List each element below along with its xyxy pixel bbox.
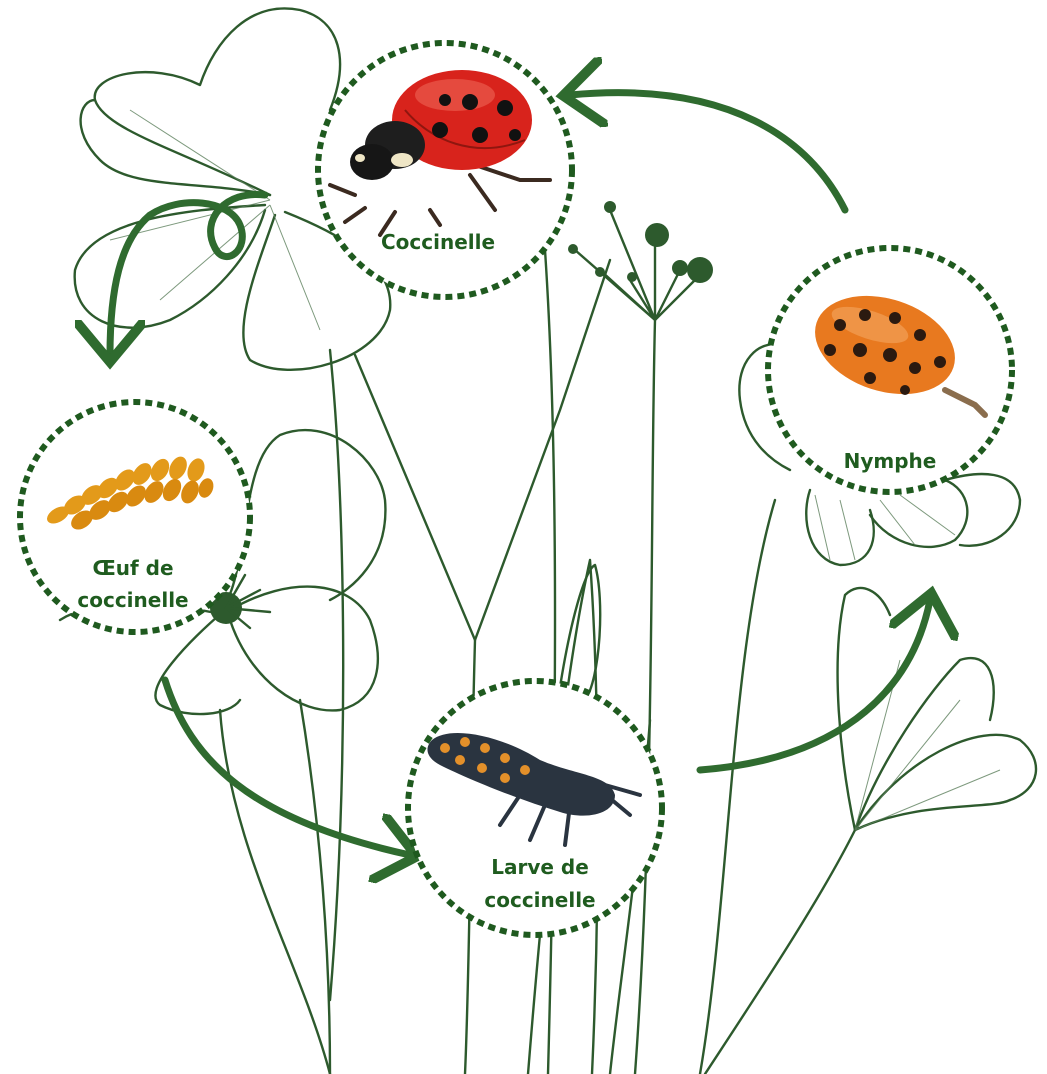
arrow-pupa-to-adult	[570, 93, 845, 210]
arrow-egg-to-larva	[165, 680, 410, 855]
stage-pupa: Nymphe	[768, 248, 1012, 492]
stage-label-egg-line1: Œuf de	[92, 556, 173, 580]
stage-label-adult: Coccinelle	[381, 230, 495, 254]
stage-label-larva-line1: Larve de	[491, 855, 589, 879]
stage-label-pupa: Nymphe	[844, 449, 937, 473]
stage-larva: Larve de coccinelle	[408, 681, 662, 935]
stage-adult: Coccinelle	[318, 43, 572, 297]
stage-label-egg-line2: coccinelle	[77, 588, 188, 612]
arrow-adult-to-egg	[110, 194, 265, 355]
stage-egg: Œuf de coccinelle	[20, 402, 250, 632]
stage-label-larva-line2: coccinelle	[484, 888, 595, 912]
